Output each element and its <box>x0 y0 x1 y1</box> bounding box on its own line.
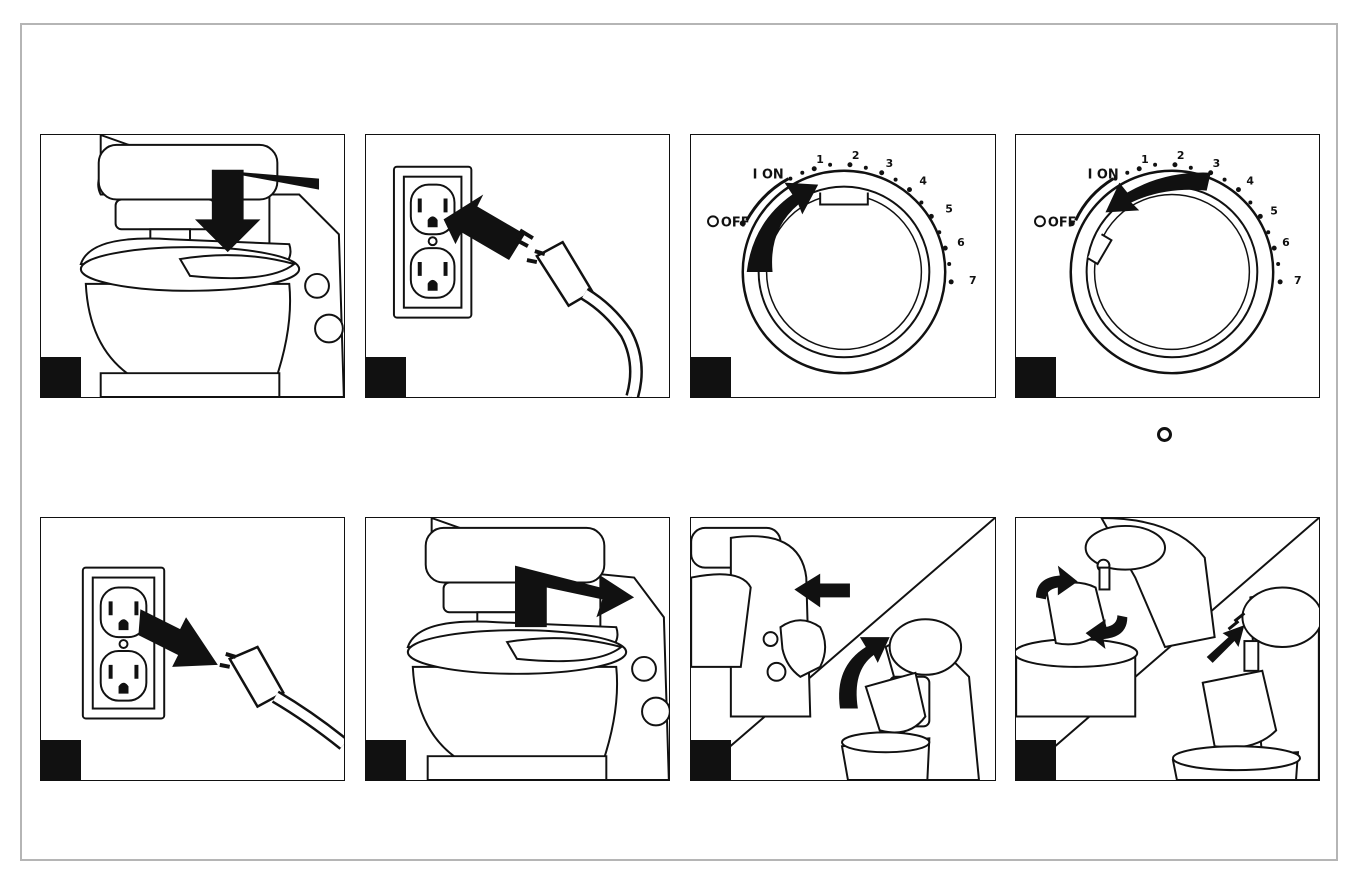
step-badge <box>1016 740 1056 780</box>
panel-unplug <box>40 517 345 781</box>
wall-outlet <box>394 167 471 318</box>
arrow-icon <box>1105 173 1210 213</box>
plug-in-illustration <box>366 135 669 397</box>
panel-dial-off: OFF I ON 1 2 3 4 5 6 7 <box>1015 134 1320 398</box>
panel-raise-mixer-head <box>365 517 670 781</box>
off-circle-icon <box>708 216 718 226</box>
power-plug <box>220 647 344 744</box>
speed-dial-on: OFF I ON 1 2 3 4 5 6 7 <box>691 135 995 397</box>
dial-speed-3: 3 <box>1213 157 1221 170</box>
dial-speed-7: 7 <box>969 274 977 287</box>
off-circle-icon <box>1035 216 1045 226</box>
dial-speed-1: 1 <box>1141 153 1149 166</box>
dial-speed-4: 4 <box>919 175 927 188</box>
dial-speed-2: 2 <box>852 149 860 162</box>
off-position-icon <box>1157 427 1172 442</box>
step-badge <box>366 357 406 397</box>
dial-speed-6: 6 <box>1282 236 1290 249</box>
panel-plug-in <box>365 134 670 398</box>
mixer-head-up-illustration <box>366 518 669 780</box>
power-plug <box>527 242 636 397</box>
dial-speed-1: 1 <box>816 153 824 166</box>
panel-dial-on: OFF I ON 1 2 3 4 5 6 7 <box>690 134 996 398</box>
step-badge <box>366 740 406 780</box>
step-badge <box>41 740 81 780</box>
dial-on-label: I ON <box>753 168 784 183</box>
step-badge <box>691 357 731 397</box>
panel-attach-beater <box>1015 517 1320 781</box>
step-badge <box>691 740 731 780</box>
dial-on-label: I ON <box>1088 168 1119 183</box>
dial-off-label: OFF <box>721 215 750 230</box>
wall-outlet <box>83 568 164 719</box>
arrow-icon <box>747 183 818 272</box>
dial-speed-6: 6 <box>957 236 965 249</box>
unplug-illustration <box>41 518 344 780</box>
dial-speed-5: 5 <box>1270 204 1278 217</box>
mixer-head-down-illustration <box>41 135 344 397</box>
dial-off-label: OFF <box>1048 215 1077 230</box>
panel-tilt-release <box>690 517 996 781</box>
dial-speed-3: 3 <box>886 157 894 170</box>
dial-speed-4: 4 <box>1246 175 1254 188</box>
dial-speed-2: 2 <box>1177 149 1185 162</box>
panel-lower-mixer-head <box>40 134 345 398</box>
attach-beater-illustration <box>1016 518 1319 780</box>
speed-dial-off: OFF I ON 1 2 3 4 5 6 7 <box>1016 135 1319 397</box>
step-badge <box>1016 357 1056 397</box>
tilt-release-illustration <box>691 518 995 780</box>
dial-speed-5: 5 <box>945 202 953 215</box>
dial-speed-7: 7 <box>1294 274 1302 287</box>
step-badge <box>41 357 81 397</box>
